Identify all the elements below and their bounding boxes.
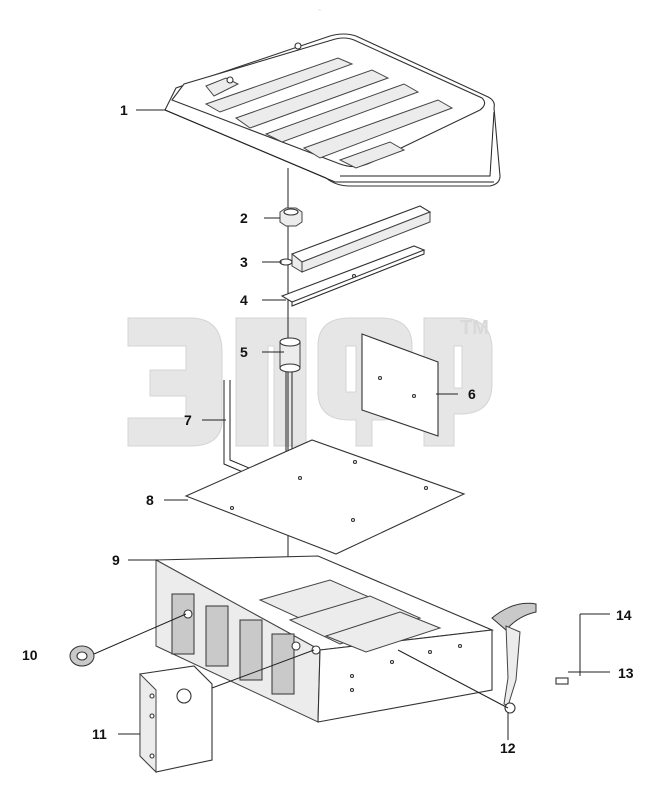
lid-rib-6 [338,141,406,169]
callout-4: 4 [240,292,248,308]
tray-rib-1 [171,593,195,655]
part-4-strip [280,245,426,307]
part-10-grommet [69,645,95,667]
tray-rib-4 [271,633,295,695]
leader-lines [93,109,610,740]
part-3-channel [279,205,432,273]
leader-11b [211,649,315,689]
top-mark: ~ [318,8,321,14]
watermark-letter-4 [423,317,493,447]
lid-rib-2 [204,57,354,113]
part-1-lid [164,33,501,187]
lid-hole [294,42,302,50]
lid-rib-3 [234,69,390,129]
callout-8: 8 [146,492,154,508]
callout-1: 1 [120,102,128,118]
lid-skirt [340,111,495,177]
part-5-sleeve [279,337,301,373]
callout-9: 9 [112,552,120,568]
watermark-letter-1 [127,317,223,447]
watermark-trademark: TM [460,317,489,339]
tray-port-3 [311,645,321,655]
watermark-letter-2 [235,317,307,447]
callout-5: 5 [240,344,248,360]
tray-port [183,609,193,619]
tray-rib-3 [239,619,263,681]
part-12-t-handle [491,602,537,714]
callout-14: 14 [616,607,632,623]
callout-6: 6 [468,386,476,402]
tray-rib-2 [205,605,229,667]
part-11-block [139,665,213,774]
callout-7: 7 [184,412,192,428]
tray-side [317,629,493,723]
tray-inner-2 [288,595,422,645]
part-9-tray [153,555,495,723]
callout-13: 13 [618,665,634,681]
lid-rib-4 [264,83,420,143]
lid-edge [164,109,494,183]
callout-12: 12 [500,740,516,756]
tray-inner-3 [324,611,442,653]
callout-10: 10 [22,647,38,663]
lid-rib-5 [302,99,454,159]
part-13-pin [555,677,569,685]
leader-10 [93,613,187,655]
leader-12b [397,649,509,709]
callout-11: 11 [92,726,107,742]
callout-3: 3 [240,254,248,270]
part-8-sheet [184,439,466,555]
callout-2: 2 [240,210,248,226]
lid-hole-2 [226,76,234,84]
part-2-nut [279,207,303,227]
part-6-plate [361,333,439,437]
tray-port-2 [291,641,301,651]
